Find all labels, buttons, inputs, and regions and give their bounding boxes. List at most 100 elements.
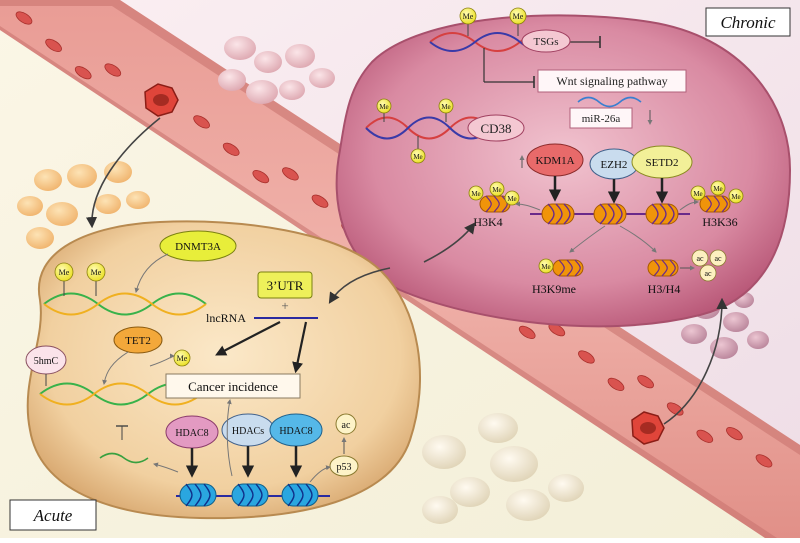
svg-text:Chronic: Chronic [720,13,776,32]
arrow [153,462,179,473]
svg-text:TSGs: TSGs [533,36,558,48]
migration-arrow [663,297,728,425]
p53-label: p53 [329,455,359,477]
h3k4-mark: H3K4 [473,195,511,229]
dnmt3a-enzyme: DNMT3A [159,230,237,262]
migration-arrow [423,222,476,263]
svg-text:5hmC: 5hmC [34,356,59,367]
svg-text:Me: Me [693,190,702,198]
svg-text:Me: Me [379,103,388,111]
tet2-enzyme: TET2 [113,326,163,354]
cd38-label: CD38 [467,114,525,142]
arrow [102,351,129,385]
pink-cell-cluster [218,36,335,104]
h3k36-mark: H3K36 [699,195,738,229]
arrow [215,321,281,356]
arrow [309,465,331,483]
acetyl-mark: ac [335,413,357,435]
ezh2-enzyme: EZH2 [589,148,639,204]
svg-text:HDAC8: HDAC8 [279,426,312,437]
red-blood-cell [74,66,92,80]
svg-text:Me: Me [413,153,422,161]
me-mark: Me [459,7,477,25]
svg-text:ac: ac [342,420,351,431]
svg-text:CD38: CD38 [480,121,511,136]
svg-text:Cancer incidence: Cancer incidence [188,379,278,394]
me-mark: Me [538,258,554,274]
red-blood-cell [222,142,240,156]
arrow [679,199,699,211]
hdac8-left: HDAC8 [165,415,219,478]
svg-text:SETD2: SETD2 [646,157,679,169]
orange-cell-cluster [17,161,150,249]
svg-text:Me: Me [441,103,450,111]
me-mark: Me [54,262,74,282]
svg-text:Me: Me [731,193,740,201]
red-blood-cell [696,429,714,443]
damaged-cell-top [144,83,179,117]
svg-text:HDACs: HDACs [232,426,264,437]
me-mark: Me [728,188,744,204]
h3k9me-mark: H3K9me [532,259,584,296]
setd2-enzyme: SETD2 [631,145,693,204]
migration-arrow [328,267,391,304]
chronic-nucleosome-row [530,203,690,225]
svg-text:TET2: TET2 [125,335,151,347]
repressed-gene [99,425,149,464]
svg-text:Me: Me [471,190,480,198]
cancer-incidence-box: Cancer incidence [165,373,301,399]
svg-text:Me: Me [713,185,722,193]
lncrna-label: lncRNA [206,311,318,325]
svg-text:Acute: Acute [33,506,73,525]
utr-label: 3’UTR + [257,271,313,313]
svg-text:H3K9me: H3K9me [532,282,576,296]
svg-text:HDAC8: HDAC8 [175,428,208,439]
chronic-panel-label: Chronic [705,7,791,37]
svg-text:Me: Me [507,195,516,203]
arrow [292,321,308,374]
me-mark: Me [690,185,706,201]
me-mark: Me [504,190,520,206]
svg-text:ac: ac [714,254,722,263]
svg-text:Me: Me [91,268,102,277]
me-mark: Me [468,185,484,201]
me-mark: Me [86,262,106,282]
red-blood-cell [282,167,299,181]
me-mark: Me [410,148,426,164]
svg-text:H3K36: H3K36 [702,215,737,229]
me-mark: Me [438,98,454,114]
acute-cell [26,220,421,520]
red-blood-cell [193,115,210,129]
svg-text:ac: ac [704,269,712,278]
svg-text:KDM1A: KDM1A [535,155,574,167]
mir-26a: miR-26a [569,96,653,129]
red-blood-cell [637,375,654,389]
arrow [619,225,657,253]
red-blood-cell [252,170,270,184]
tan-cell-cluster [422,413,584,524]
acetyl-mark: ac [691,249,709,267]
svg-text:Wnt signaling pathway: Wnt signaling pathway [556,74,667,88]
red-blood-cell [104,63,122,77]
red-blood-cell [755,454,773,468]
red-blood-cell [311,194,329,208]
wnt-label: Wnt signaling pathway [537,69,687,93]
svg-text:Me: Me [513,12,524,21]
hdac8-right: HDAC8 [269,413,323,478]
arrow [134,253,169,293]
damaged-cell-bottom [631,411,665,445]
svg-text:+: + [281,298,288,313]
svg-text:EZH2: EZH2 [601,159,628,171]
svg-text:Me: Me [59,268,70,277]
red-blood-cell [607,377,625,391]
cd38-dna [365,112,493,150]
migration-arrow [85,117,161,229]
svg-text:miR-26a: miR-26a [582,113,621,125]
svg-text:ac: ac [696,254,704,263]
red-blood-cell [45,38,62,52]
me-mark: Me [509,7,527,25]
svg-text:lncRNA: lncRNA [206,311,246,325]
red-blood-cell [578,350,595,364]
